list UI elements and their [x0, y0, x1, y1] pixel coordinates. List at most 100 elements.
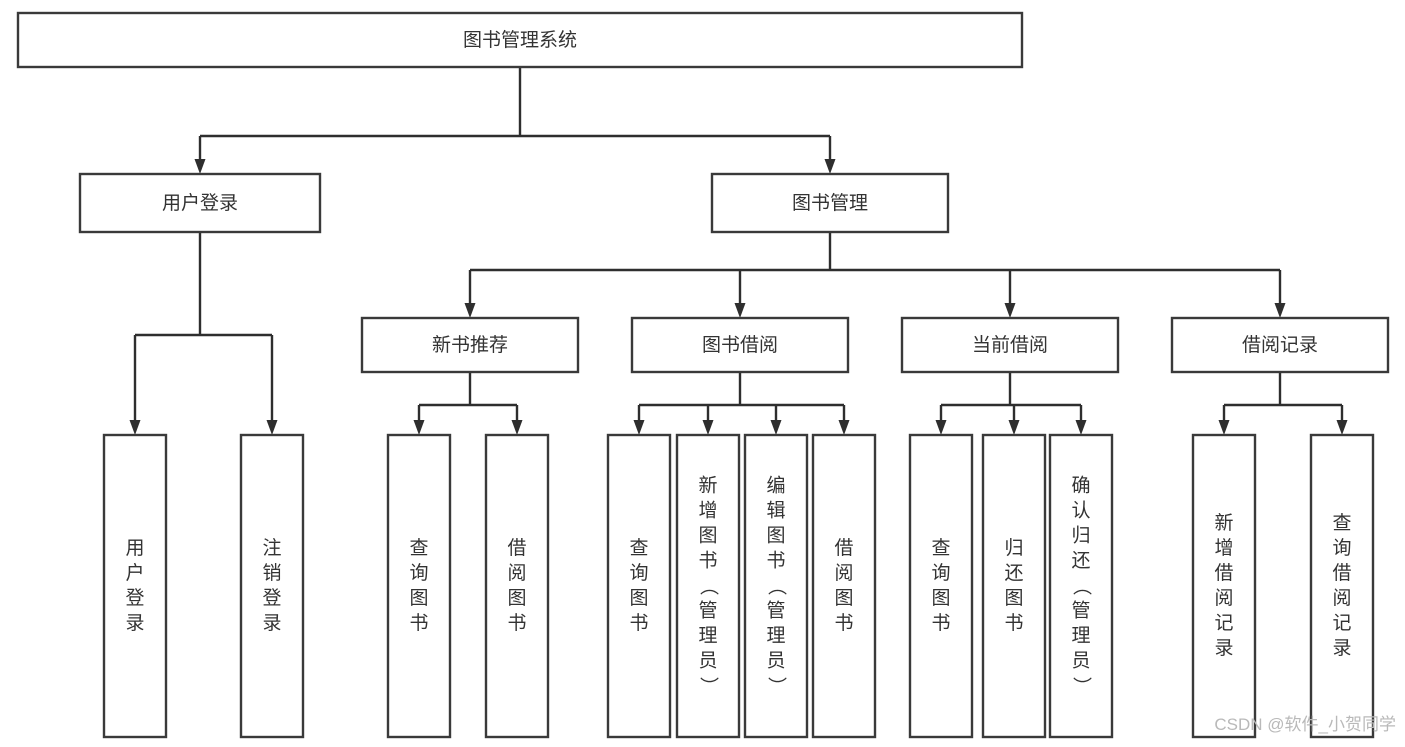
svg-text:管: 管 [766, 600, 785, 622]
svg-text:记: 记 [1332, 612, 1351, 634]
node-box-book-management [710, 172, 950, 234]
node-box-leaf-borrow-books-recommend [484, 433, 550, 739]
node-root[interactable]: 图书管理系统 [16, 11, 1024, 69]
conn-borrow-to-leaves-arrow-leaf-add-book-admin [702, 420, 714, 435]
node-user-login[interactable]: 用户登录 [78, 172, 322, 234]
conn-bookmgmt-to-level3-arrow-borrow-records [1274, 303, 1286, 318]
svg-text:借: 借 [507, 537, 526, 559]
node-label-book-management: 图书管理 [792, 192, 868, 214]
svg-text:还: 还 [1004, 562, 1023, 584]
node-box-leaf-query-books-recommend [386, 433, 452, 739]
svg-text:图: 图 [629, 588, 648, 609]
svg-text:书: 书 [834, 612, 853, 634]
svg-text:用: 用 [125, 538, 144, 559]
svg-text:（: （ [766, 576, 788, 595]
svg-text:阅: 阅 [834, 562, 853, 584]
svg-text:新: 新 [698, 475, 717, 497]
node-box-book-borrow [630, 316, 850, 374]
conn-userlogin-to-leaves-arrow-leaf-logout-login [266, 420, 278, 435]
svg-text:确: 确 [1071, 475, 1090, 497]
conn-root-to-level2-arrow-user-login [194, 159, 206, 174]
svg-text:录: 录 [1214, 638, 1233, 659]
node-box-leaf-query-books-current [908, 433, 974, 739]
node-box-leaf-query-borrow-record [1309, 433, 1375, 739]
node-box-leaf-edit-book-admin [743, 433, 809, 739]
svg-text:管: 管 [698, 600, 717, 622]
svg-text:注: 注 [262, 537, 281, 559]
svg-text:）: ） [1071, 676, 1093, 695]
svg-text:登: 登 [125, 587, 144, 609]
node-leaf-user-login[interactable]: 用户登录 [102, 433, 168, 739]
node-label-user-login: 用户登录 [162, 192, 238, 214]
csdn-watermark: CSDN @软件_小贺同学 [1214, 715, 1396, 734]
conn-bookmgmt-to-level3-arrow-current-borrow [1004, 303, 1016, 318]
svg-text:（: （ [698, 576, 720, 595]
node-box-new-book-recommend [360, 316, 580, 374]
connector-layer [129, 67, 1348, 435]
svg-text:查: 查 [1332, 512, 1351, 534]
svg-text:书: 书 [409, 612, 428, 634]
svg-text:辑: 辑 [766, 500, 785, 522]
svg-text:新: 新 [1214, 512, 1233, 534]
svg-text:阅: 阅 [507, 562, 526, 584]
node-box-leaf-borrow-books-borrow [811, 433, 877, 739]
conn-borrow-to-leaves-arrow-leaf-borrow-books-borrow [838, 420, 850, 435]
svg-text:图: 图 [766, 526, 785, 547]
svg-text:图: 图 [507, 588, 526, 609]
node-label-current-borrow: 当前借阅 [972, 334, 1048, 356]
node-current-borrow[interactable]: 当前借阅 [900, 316, 1120, 374]
conn-userlogin-to-leaves-arrow-leaf-user-login [129, 420, 141, 435]
svg-text:录: 录 [1332, 638, 1351, 659]
svg-text:图: 图 [1004, 588, 1023, 609]
node-label-root: 图书管理系统 [463, 29, 577, 51]
svg-text:书: 书 [766, 550, 785, 572]
node-box-leaf-logout-login [239, 433, 305, 739]
node-book-borrow[interactable]: 图书借阅 [630, 316, 850, 374]
node-label-book-borrow: 图书借阅 [702, 334, 778, 356]
svg-text:图: 图 [409, 588, 428, 609]
svg-text:图: 图 [931, 588, 950, 609]
svg-text:录: 录 [262, 613, 281, 634]
node-label-leaf-user-login: 用户登录 [125, 538, 144, 634]
conn-current-to-leaves-arrow-leaf-return-books [1008, 420, 1020, 435]
node-new-book-recommend[interactable]: 新书推荐 [360, 316, 580, 374]
svg-text:归: 归 [1004, 537, 1023, 559]
svg-text:编: 编 [766, 475, 785, 497]
conn-bookmgmt-to-level3-arrow-new-book-recommend [464, 303, 476, 318]
svg-text:阅: 阅 [1214, 587, 1233, 609]
node-box-leaf-query-books-borrow [606, 433, 672, 739]
svg-text:）: ） [698, 676, 720, 695]
svg-text:借: 借 [1214, 562, 1233, 584]
svg-text:理: 理 [766, 626, 785, 647]
svg-text:（: （ [1071, 576, 1093, 595]
node-box-user-login [78, 172, 322, 234]
node-label-borrow-records: 借阅记录 [1242, 334, 1318, 356]
node-borrow-records[interactable]: 借阅记录 [1170, 316, 1390, 374]
svg-text:增: 增 [698, 500, 717, 522]
svg-text:书: 书 [698, 550, 717, 572]
node-box-leaf-add-borrow-record [1191, 433, 1257, 739]
node-book-management[interactable]: 图书管理 [710, 172, 950, 234]
svg-text:书: 书 [1004, 612, 1023, 634]
